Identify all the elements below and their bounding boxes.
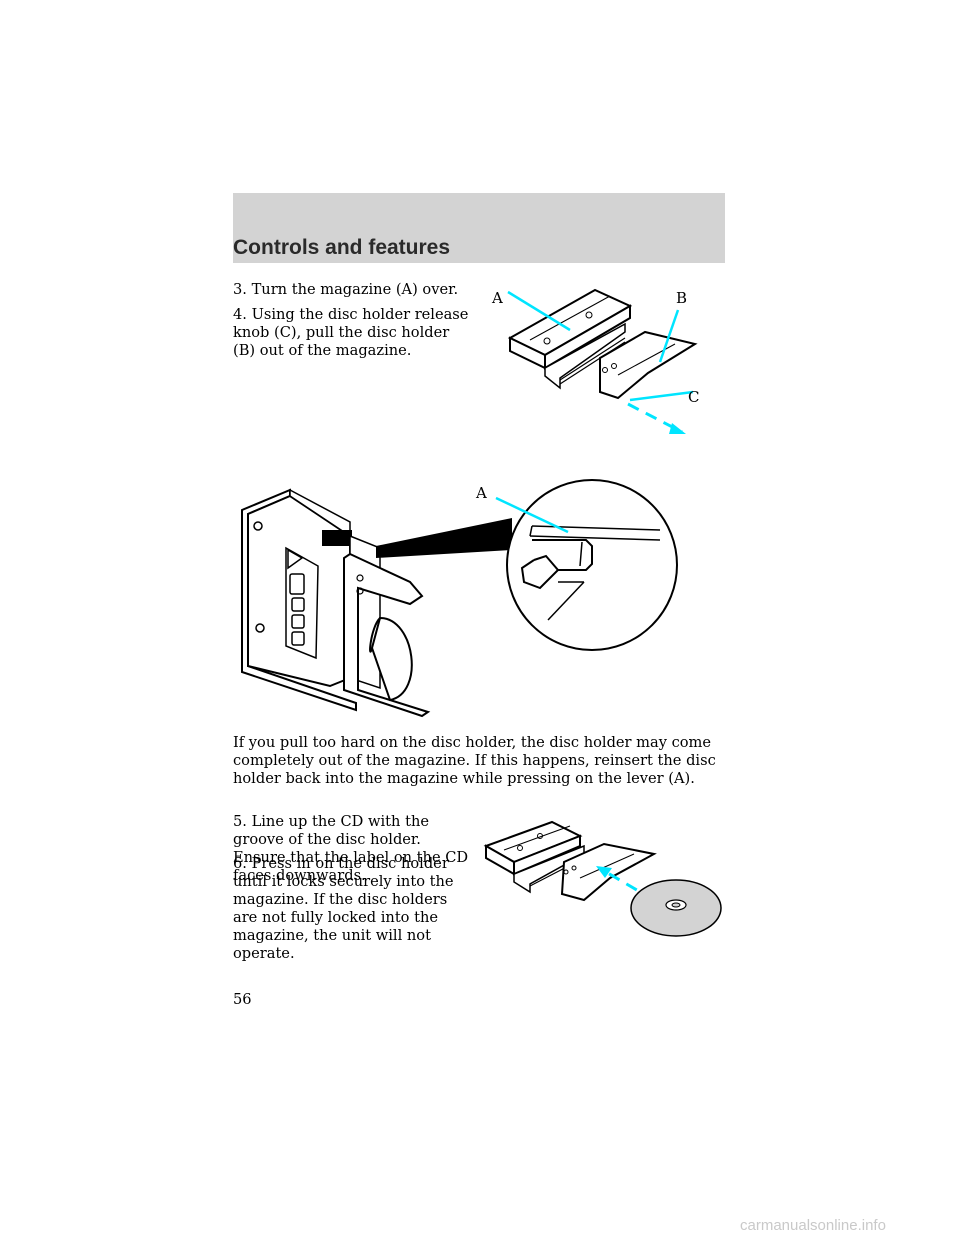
step-6-text: 6. Press in on the disc holder until it …: [233, 855, 454, 962]
callout-label-a: A: [491, 289, 503, 307]
page-title: Controls and features: [233, 236, 451, 259]
figure-magazine-pull: A B C: [491, 288, 699, 434]
warning-text: If you pull too hard on the disc holder,…: [233, 734, 716, 787]
callout-label-b: B: [676, 289, 687, 307]
footer-watermark: carmanualsonline.info: [740, 1217, 886, 1234]
figure-lever-detail: A: [241, 479, 678, 718]
callout-label-c: C: [688, 388, 699, 406]
figure-cd-insert: [483, 820, 722, 937]
header-band: [233, 193, 725, 263]
page-number: 56: [233, 991, 252, 1008]
step-5-text: 5. Line up the CD with the groove of the…: [233, 813, 469, 884]
callout-label-a-detail: A: [475, 484, 487, 502]
step-3-text: 3. Turn the magazine (A) over.: [233, 281, 459, 298]
step-4-text: 4. Using the disc holder release knob (C…: [233, 306, 469, 359]
